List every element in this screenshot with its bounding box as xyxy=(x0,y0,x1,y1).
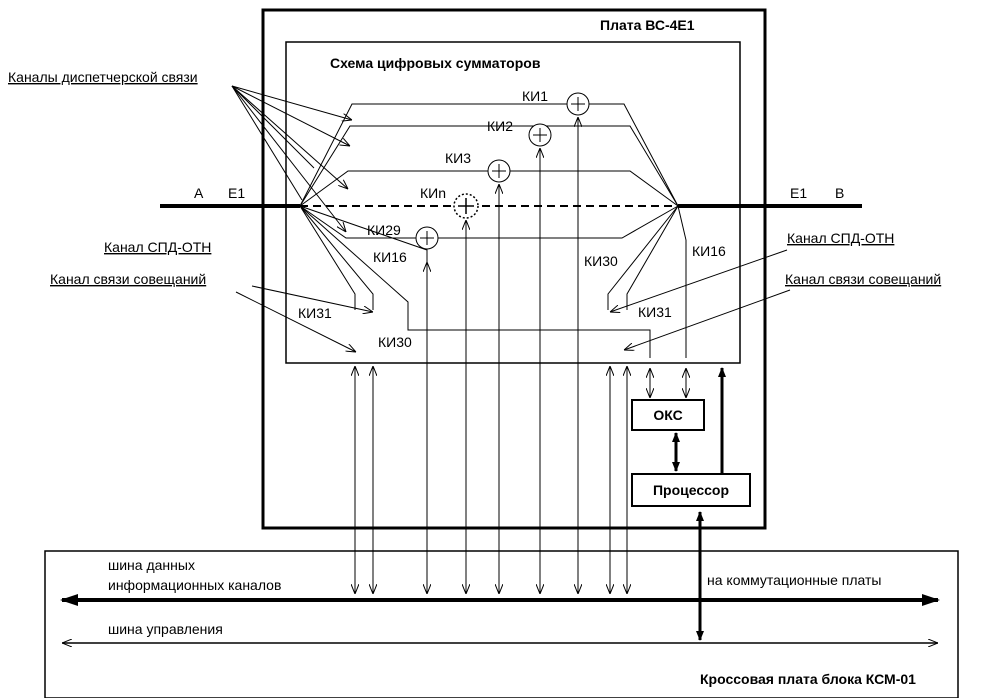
label-a: А xyxy=(194,185,204,201)
ki2-path xyxy=(299,125,679,207)
ki1-path xyxy=(299,103,679,207)
label-ki30-right: КИ30 xyxy=(584,253,618,269)
oks-block xyxy=(631,399,705,431)
label-ki16-right: КИ16 xyxy=(692,243,726,259)
label-e1-left: Е1 xyxy=(228,185,245,201)
ki29-path xyxy=(299,205,679,239)
label-meeting-left: Канал связи совещаний xyxy=(50,271,206,287)
label-ki30-left: КИ30 xyxy=(378,334,412,350)
adder-bus-links xyxy=(427,117,578,594)
label-e1-right: Е1 xyxy=(790,185,807,201)
label-ki3: КИ3 xyxy=(445,150,471,166)
processor-label: Процессор xyxy=(653,482,729,498)
switch-boards-label: на коммутационные платы xyxy=(707,572,881,588)
right-lower-channels xyxy=(607,205,791,358)
left-lower-channels xyxy=(235,205,651,358)
data-bus-label-1: шина данных xyxy=(108,557,195,573)
cross-board-label: Кроссовая плата блока КСМ-01 xyxy=(700,671,916,687)
label-ki2: КИ2 xyxy=(487,118,513,134)
label-meeting-right: Канал связи совещаний xyxy=(785,271,941,287)
label-ki31-right: КИ31 xyxy=(638,304,672,320)
adder-scheme-outline xyxy=(285,41,741,364)
label-spd-otn-right: Канал СПД-ОТН xyxy=(787,230,894,246)
label-b: В xyxy=(835,185,844,201)
data-bus-label-2: информационных каналов xyxy=(108,577,281,593)
label-dispatch-channels: Каналы диспетчерской связи xyxy=(8,69,198,85)
label-ki16-left: КИ16 xyxy=(373,249,407,265)
scheme-title: Схема цифровых сумматоров xyxy=(330,55,541,71)
label-spd-otn-left: Канал СПД-ОТН xyxy=(104,239,211,255)
oks-label: ОКС xyxy=(653,407,682,423)
label-ki31-left: КИ31 xyxy=(298,305,332,321)
adder-ki29 xyxy=(415,226,439,250)
board-vs4e1-outline xyxy=(261,8,767,530)
adder-ki3 xyxy=(487,159,511,183)
label-ki29: КИ29 xyxy=(367,222,401,238)
label-ki1: КИ1 xyxy=(522,88,548,104)
adder-kin xyxy=(453,193,479,219)
label-kin: КИn xyxy=(420,185,446,201)
dispatch-arrows xyxy=(231,85,352,232)
adder-ki2 xyxy=(528,123,552,147)
control-bus-label: шина управления xyxy=(108,621,223,637)
oks-links xyxy=(650,368,686,398)
processor-block xyxy=(631,473,751,507)
scheme-bus-links xyxy=(355,366,627,594)
adder-ki1 xyxy=(566,92,590,116)
board-title: Плата ВС-4Е1 xyxy=(600,17,695,33)
